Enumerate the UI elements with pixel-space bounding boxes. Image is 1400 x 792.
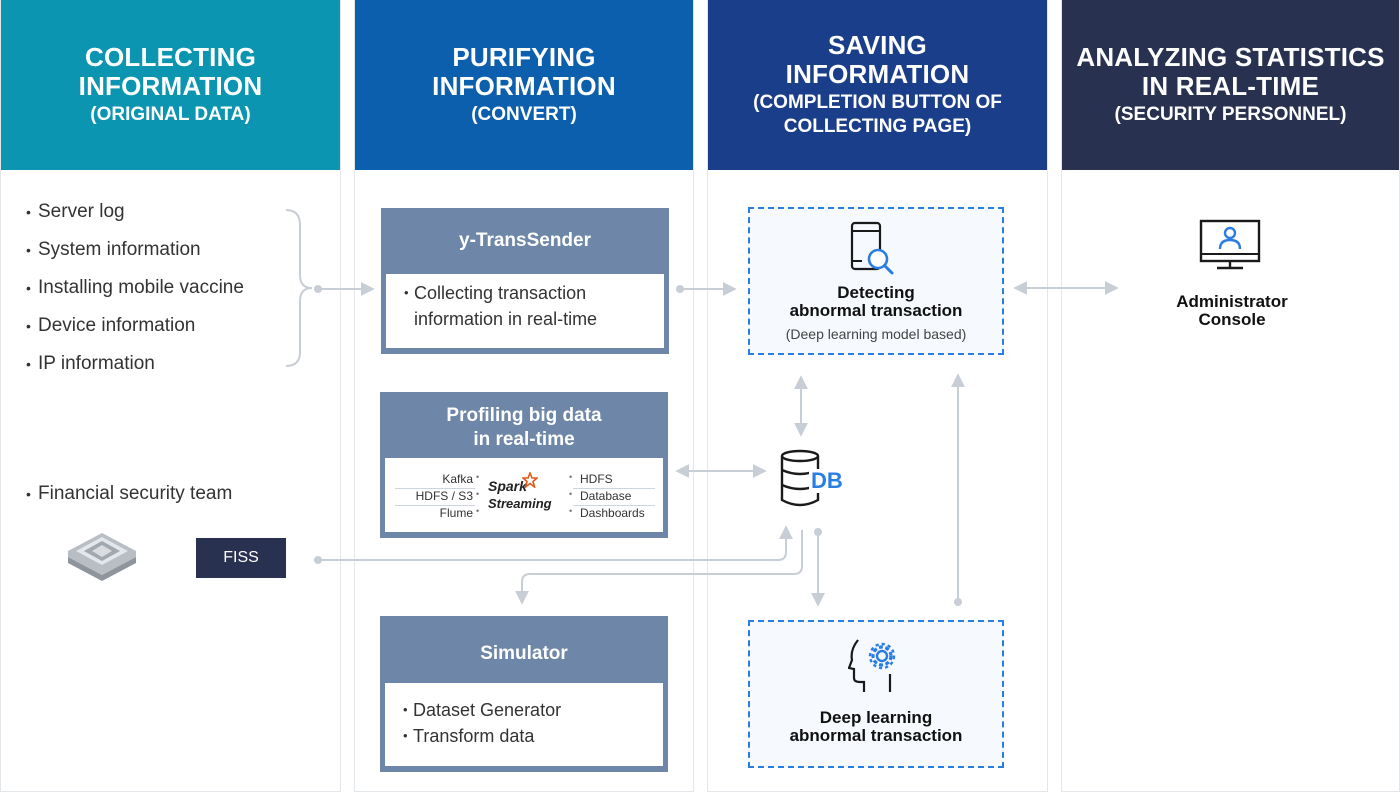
header-title-line1: SAVING [828, 30, 927, 60]
simulator-title: Simulator [480, 643, 568, 664]
deep-learning-title-line2: abnormal transaction [789, 726, 963, 745]
divider [395, 488, 475, 489]
header-subtitle: (CONVERT) [471, 104, 577, 125]
fiss-badge: FISS [196, 538, 286, 578]
column-header-collecting: COLLECTING INFORMATION (ORIGINAL DATA) [1, 0, 340, 170]
detecting-title-line2: abnormal transaction [789, 301, 963, 320]
dot: • [476, 472, 480, 482]
spark-input: HDFS / S3 [415, 489, 473, 503]
spark-star-icon [522, 472, 538, 488]
transsender-title: y-TransSender [459, 230, 591, 251]
security-logo-icon [68, 533, 136, 581]
header-subtitle-line2: COLLECTING PAGE) [783, 116, 972, 137]
mobile-search-icon [850, 221, 894, 275]
profiling-box: Profiling big data in real-time Kafka HD… [380, 392, 668, 538]
header-title-line1: ANALYZING STATISTICS [1076, 42, 1385, 72]
column-header-analyzing: ANALYZING STATISTICS IN REAL-TIME (SECUR… [1062, 0, 1399, 170]
financial-team-list: Financial security team [26, 483, 232, 521]
list-item: Transform data [403, 723, 663, 749]
profiling-title-line1: Profiling big data [446, 405, 602, 426]
dot: • [476, 506, 480, 516]
header-title-line2: INFORMATION [78, 71, 263, 101]
transsender-inner: Collecting transaction information in re… [386, 274, 664, 348]
ai-head-gear-icon [848, 639, 896, 692]
list-item: Financial security team [26, 483, 232, 521]
header-title-line2: INFORMATION [432, 71, 616, 101]
profiling-inner: Kafka HDFS / S3 Flume • • • Spark Stream… [385, 458, 663, 532]
spark-logo-line2: Streaming [488, 496, 552, 511]
header-subtitle: (SECURITY PERSONNEL) [1114, 104, 1347, 125]
spark-input: Flume [439, 506, 473, 520]
profiling-title-line2: in real-time [473, 429, 575, 450]
dot: • [569, 489, 573, 499]
simulator-box: Simulator Dataset Generator Transform da… [380, 616, 668, 772]
admin-line1: Administrator [1176, 292, 1288, 311]
spark-output: HDFS [580, 472, 613, 486]
header-subtitle: (ORIGINAL DATA) [90, 104, 251, 125]
column-header-saving: SAVING INFORMATION (COMPLETION BUTTON OF… [708, 0, 1047, 170]
list-item-continuation: information in real-time [404, 306, 664, 332]
list-item: Server log [26, 201, 244, 239]
list-item-text: information in real-time [414, 309, 598, 329]
dot: • [569, 506, 573, 516]
divider [573, 505, 655, 506]
transsender-box: y-TransSender Collecting transaction inf… [381, 208, 669, 354]
spark-logo-line1: Spark [488, 478, 527, 494]
deep-learning-box: Deep learning abnormal transaction [748, 620, 1004, 768]
list-item: IP information [26, 353, 244, 391]
admin-line2: Console [1198, 310, 1266, 329]
list-item: System information [26, 239, 244, 277]
divider [573, 488, 655, 489]
list-item: Installing mobile vaccine [26, 277, 244, 315]
source-brace [285, 209, 313, 367]
dot: • [476, 489, 480, 499]
header-title-line1: COLLECTING [85, 42, 256, 72]
spark-input: Kafka [442, 472, 473, 486]
detecting-subtitle: (Deep learning model based) [785, 326, 967, 342]
admin-console-label: Administrator Console [1132, 293, 1332, 329]
header-title-line2: IN REAL-TIME [1141, 71, 1320, 101]
header-subtitle-line1: (COMPLETION BUTTON OF [753, 92, 1002, 113]
list-item: Dataset Generator [403, 697, 663, 723]
header-title-line1: PURIFYING [452, 42, 596, 72]
header-title-line2: INFORMATION [785, 59, 970, 89]
divider [395, 505, 475, 506]
monitor-user-icon [1199, 219, 1261, 270]
detecting-title-line1: Detecting [837, 283, 915, 302]
dot: • [569, 472, 573, 482]
spark-output: Dashboards [580, 506, 645, 520]
list-item: Device information [26, 315, 244, 353]
column-header-purifying: PURIFYING INFORMATION (CONVERT) [355, 0, 693, 170]
column-analyzing: ANALYZING STATISTICS IN REAL-TIME (SECUR… [1061, 0, 1400, 792]
detecting-box: Detecting abnormal transaction (Deep lea… [748, 207, 1004, 355]
db-label: DB [809, 468, 845, 493]
column-collecting: COLLECTING INFORMATION (ORIGINAL DATA) [0, 0, 341, 792]
spark-output: Database [580, 489, 632, 503]
deep-learning-title-line1: Deep learning [819, 708, 933, 727]
source-list: Server log System information Installing… [26, 201, 244, 391]
simulator-inner: Dataset Generator Transform data [385, 683, 663, 766]
list-item: Collecting transaction [404, 280, 664, 306]
